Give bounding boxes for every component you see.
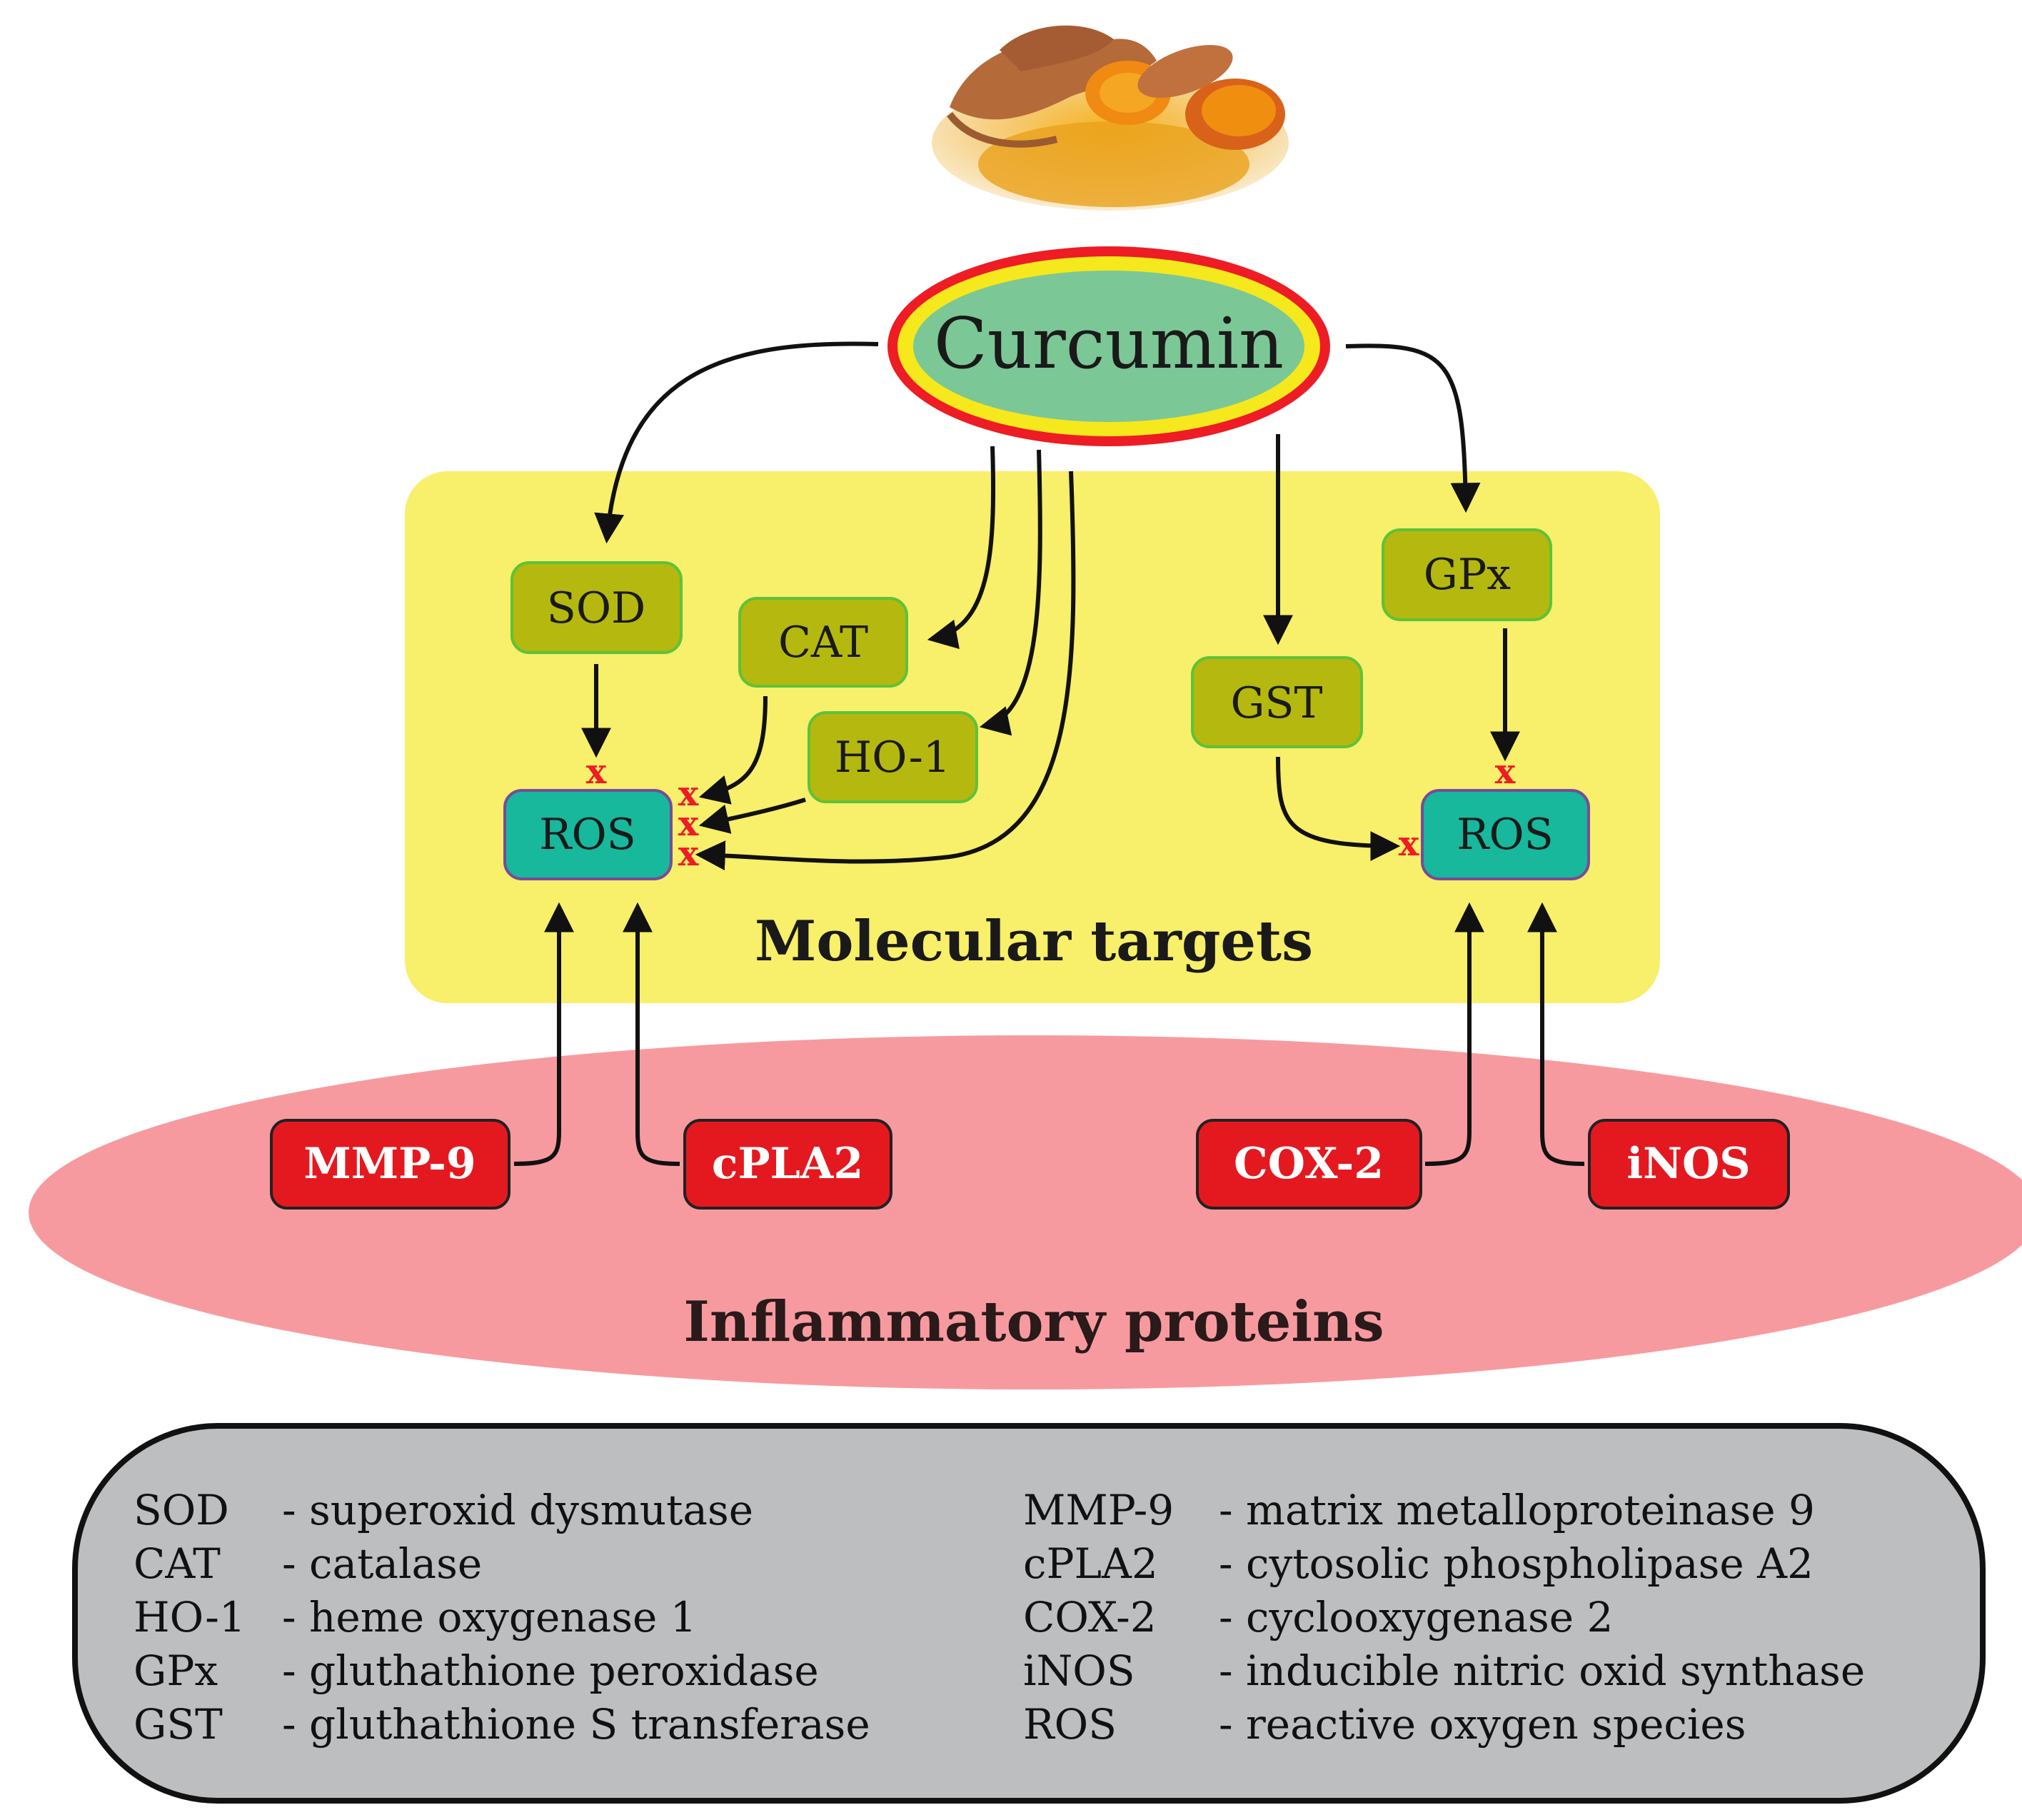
inflammatory-proteins-region (29, 1035, 2022, 1389)
svg-text:ROS: ROS (539, 810, 635, 860)
svg-text:GPx: GPx (1424, 550, 1511, 600)
svg-text:HO-1: HO-1 (835, 733, 950, 783)
arrow-gst-to-ros (1276, 756, 1401, 861)
legend-right-abbr-2: COX-2 (1023, 1593, 1157, 1641)
inflammatory-proteins-label: Inflammatory proteins (683, 1289, 1384, 1354)
protein-mmp9: MMP-9 (270, 1119, 510, 1210)
inhibit-mark-curcumin: x (678, 834, 699, 874)
legend-left-def-3: - gluthathione peroxidase (282, 1646, 819, 1695)
legend-right-abbr-0: MMP-9 (1023, 1486, 1174, 1534)
arrow-curcumin-to-ros-left (695, 471, 1076, 871)
enzyme-sod: SOD (510, 561, 683, 654)
svg-text:CAT: CAT (778, 618, 868, 668)
arrow-cpla2-to-ros (623, 902, 680, 1166)
legend-right-column: MMP-9 - matrix metalloproteinase 9 cPLA2 - … (1023, 1486, 1865, 1749)
protein-cox2: COX-2 (1196, 1119, 1422, 1210)
protein-cpla2: cPLA2 (683, 1119, 892, 1210)
legend-right-def-2: - cyclooxygenase 2 (1219, 1593, 1613, 1641)
legend-right-def-4: - reactive oxygen species (1219, 1700, 1746, 1749)
svg-text:COX-2: COX-2 (1234, 1139, 1384, 1189)
arrow-curcumin-to-gpx (1345, 343, 1481, 513)
legend-left-abbr-2: HO-1 (134, 1593, 246, 1641)
enzyme-arrows (581, 628, 1520, 861)
arrow-inos-to-ros (1527, 902, 1585, 1166)
svg-text:iNOS: iNOS (1626, 1139, 1750, 1189)
inhibit-mark-gpx: x (1495, 752, 1516, 792)
enzyme-cat: CAT (738, 597, 908, 688)
arrow-curcumin-to-ho1 (979, 449, 1042, 736)
legend-left-def-1: - catalase (282, 1539, 482, 1588)
inhibit-mark-cat: x (678, 774, 699, 814)
turmeric-illustration (932, 25, 1289, 211)
arrow-mmp9-to-ros (513, 902, 574, 1166)
svg-text:ROS: ROS (1457, 810, 1553, 860)
legend-left-def-2: - heme oxygenase 1 (282, 1593, 697, 1641)
arrow-curcumin-to-sod (594, 341, 879, 544)
curcumin-node: Curcumin (887, 246, 1330, 446)
enzyme-gst: GST (1191, 656, 1363, 748)
inhibit-mark-gst: x (1399, 824, 1419, 864)
svg-text:cPLA2: cPLA2 (712, 1139, 863, 1189)
arrow-cat-to-ros (698, 695, 768, 805)
legend-left-def-0: - superoxid dysmutase (282, 1486, 753, 1534)
enzyme-gpx: GPx (1382, 528, 1552, 621)
legend-right-def-0: - matrix metalloproteinase 9 (1219, 1486, 1815, 1534)
inhibit-mark-sod: x (586, 752, 607, 792)
legend-left-abbr-4: GST (134, 1700, 223, 1749)
legend-right-abbr-1: cPLA2 (1023, 1539, 1158, 1588)
inflammatory-arrows (513, 902, 1585, 1166)
molecular-targets-label: Molecular targets (755, 909, 1313, 974)
legend-left-def-4: - gluthathione S transferase (282, 1700, 870, 1749)
curcumin-label: Curcumin (934, 303, 1284, 385)
arrow-ho1-to-ros (698, 798, 806, 834)
legend-right-def-1: - cytosolic phospholipase A2 (1219, 1539, 1814, 1588)
legend-right-abbr-4: ROS (1023, 1700, 1117, 1749)
ros-left: ROS (503, 789, 673, 880)
legend-right-abbr-3: iNOS (1023, 1646, 1135, 1695)
arrow-curcumin-to-cat (927, 446, 996, 650)
curcumin-arrows (594, 341, 1481, 871)
legend-left-abbr-1: CAT (134, 1539, 221, 1588)
svg-text:SOD: SOD (547, 583, 645, 633)
svg-text:MMP-9: MMP-9 (303, 1139, 476, 1189)
inhibit-mark-ho1: x (678, 804, 699, 844)
inhibition-marks: x x x x x x (586, 752, 1516, 874)
legend-left-abbr-0: SOD (134, 1486, 229, 1534)
legend-left-abbr-3: GPx (134, 1646, 218, 1695)
enzyme-ho1: HO-1 (808, 711, 978, 803)
legend-right-def-3: - inducible nitric oxid synthase (1219, 1646, 1865, 1695)
arrow-cox2-to-ros (1424, 902, 1484, 1166)
protein-inos: iNOS (1588, 1119, 1790, 1210)
svg-text:GST: GST (1230, 678, 1322, 728)
ros-right: ROS (1421, 789, 1590, 880)
